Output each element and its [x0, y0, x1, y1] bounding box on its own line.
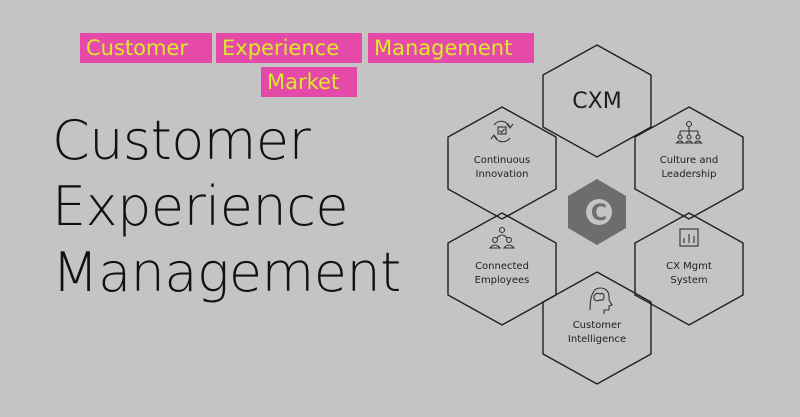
hex-continuous-innovation-label-1: Continuous: [474, 155, 530, 166]
hex-customer-intelligence-shape: [542, 271, 652, 385]
hex-cx-mgmt-system-label-1: CX Mgmt: [666, 261, 712, 272]
c-logo-letter: C: [591, 201, 607, 226]
hex-connected-employees-label-1: Connected: [475, 261, 529, 272]
hex-culture-leadership-shape: [634, 106, 744, 220]
hex-cxm: CXM: [542, 44, 652, 158]
brain-head-icon: [589, 287, 613, 314]
hex-customer-intelligence: Customer Intelligence: [542, 271, 652, 385]
headline-line-3: Management: [52, 241, 401, 304]
hex-cx-mgmt-system: CX Mgmt System: [634, 212, 744, 326]
org-chart-icon: [675, 120, 703, 144]
banner-word-management: Management: [368, 33, 534, 63]
hex-cx-mgmt-system-label-2: System: [670, 275, 707, 286]
c-logo-inner: [586, 199, 612, 225]
people-group-icon: [488, 226, 516, 249]
hex-customer-intelligence-label-1: Customer: [573, 320, 622, 331]
hex-customer-intelligence-label-2: Intelligence: [568, 334, 626, 345]
hex-culture-leadership-label-1: Culture and: [660, 155, 718, 166]
center-logo: C: [568, 179, 626, 245]
banner-word-customer: Customer: [80, 33, 212, 63]
banner-word-experience: Experience: [216, 33, 362, 63]
bar-chart-icon: [679, 228, 699, 247]
hex-connected-employees: Connected Employees: [447, 212, 557, 326]
hex-culture-leadership: Culture and Leadership: [634, 106, 744, 220]
banner-word-market: Market: [261, 67, 357, 97]
hex-cxm-shape: [542, 44, 652, 158]
headline-line-1: Customer: [52, 109, 311, 172]
hex-cx-mgmt-system-shape: [634, 212, 744, 326]
hex-connected-employees-label-2: Employees: [475, 275, 530, 286]
hex-continuous-innovation-shape: [447, 106, 557, 220]
hex-continuous-innovation: Continuous Innovation: [447, 106, 557, 220]
headline-line-2: Experience: [52, 175, 349, 238]
headline: Customer Experience Management: [52, 108, 401, 306]
hex-connected-employees-shape: [447, 212, 557, 326]
refresh-check-icon: [490, 120, 514, 143]
hex-cxm-label: CXM: [572, 89, 621, 114]
hex-continuous-innovation-label-2: Innovation: [476, 169, 529, 180]
hex-culture-leadership-label-2: Leadership: [662, 169, 717, 180]
